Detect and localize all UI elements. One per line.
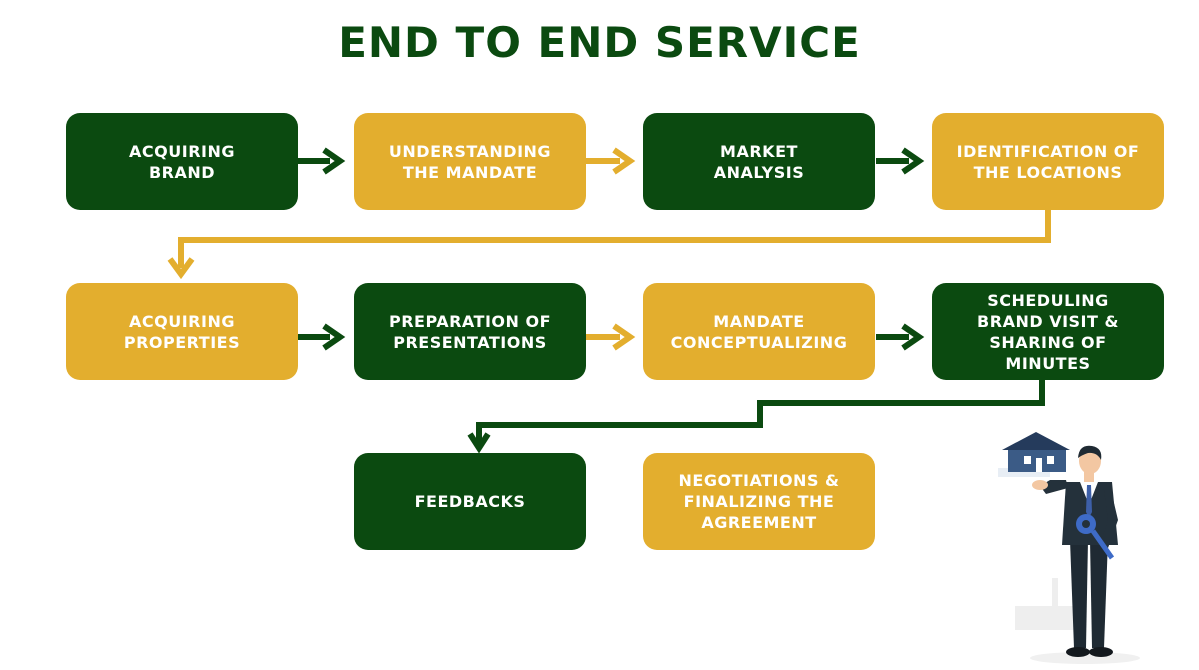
arrow-1-2 [298,147,346,175]
step-scheduling-brand-visit: SCHEDULING BRAND VISIT & SHARING OF MINU… [932,283,1164,380]
step-market-analysis: MARKET ANALYSIS [643,113,875,210]
step-acquiring-properties: ACQUIRING PROPERTIES [66,283,298,380]
arrow-5-6 [298,323,346,351]
page-title: END TO END SERVICE [338,18,861,67]
step-mandate-conceptualizing: MANDATE CONCEPTUALIZING [643,283,875,380]
step-preparation-presentations: PREPARATION OF PRESENTATIONS [354,283,586,380]
step-identification-locations: IDENTIFICATION OF THE LOCATIONS [932,113,1164,210]
arrow-7-8 [876,323,925,351]
agent-illustration [998,432,1140,664]
step-feedbacks: FEEDBACKS [354,453,586,550]
arrow-2-3 [586,147,636,175]
step-understanding-mandate: UNDERSTANDING THE MANDATE [354,113,586,210]
connector-8-9 [467,380,1045,454]
step-negotiations-agreement: NEGOTIATIONS & FINALIZING THE AGREEMENT [643,453,875,550]
step-acquiring-brand: ACQUIRING BRAND [66,113,298,210]
arrow-3-4 [876,147,925,175]
connector-4-5 [167,210,1051,280]
arrow-6-7 [586,323,636,351]
